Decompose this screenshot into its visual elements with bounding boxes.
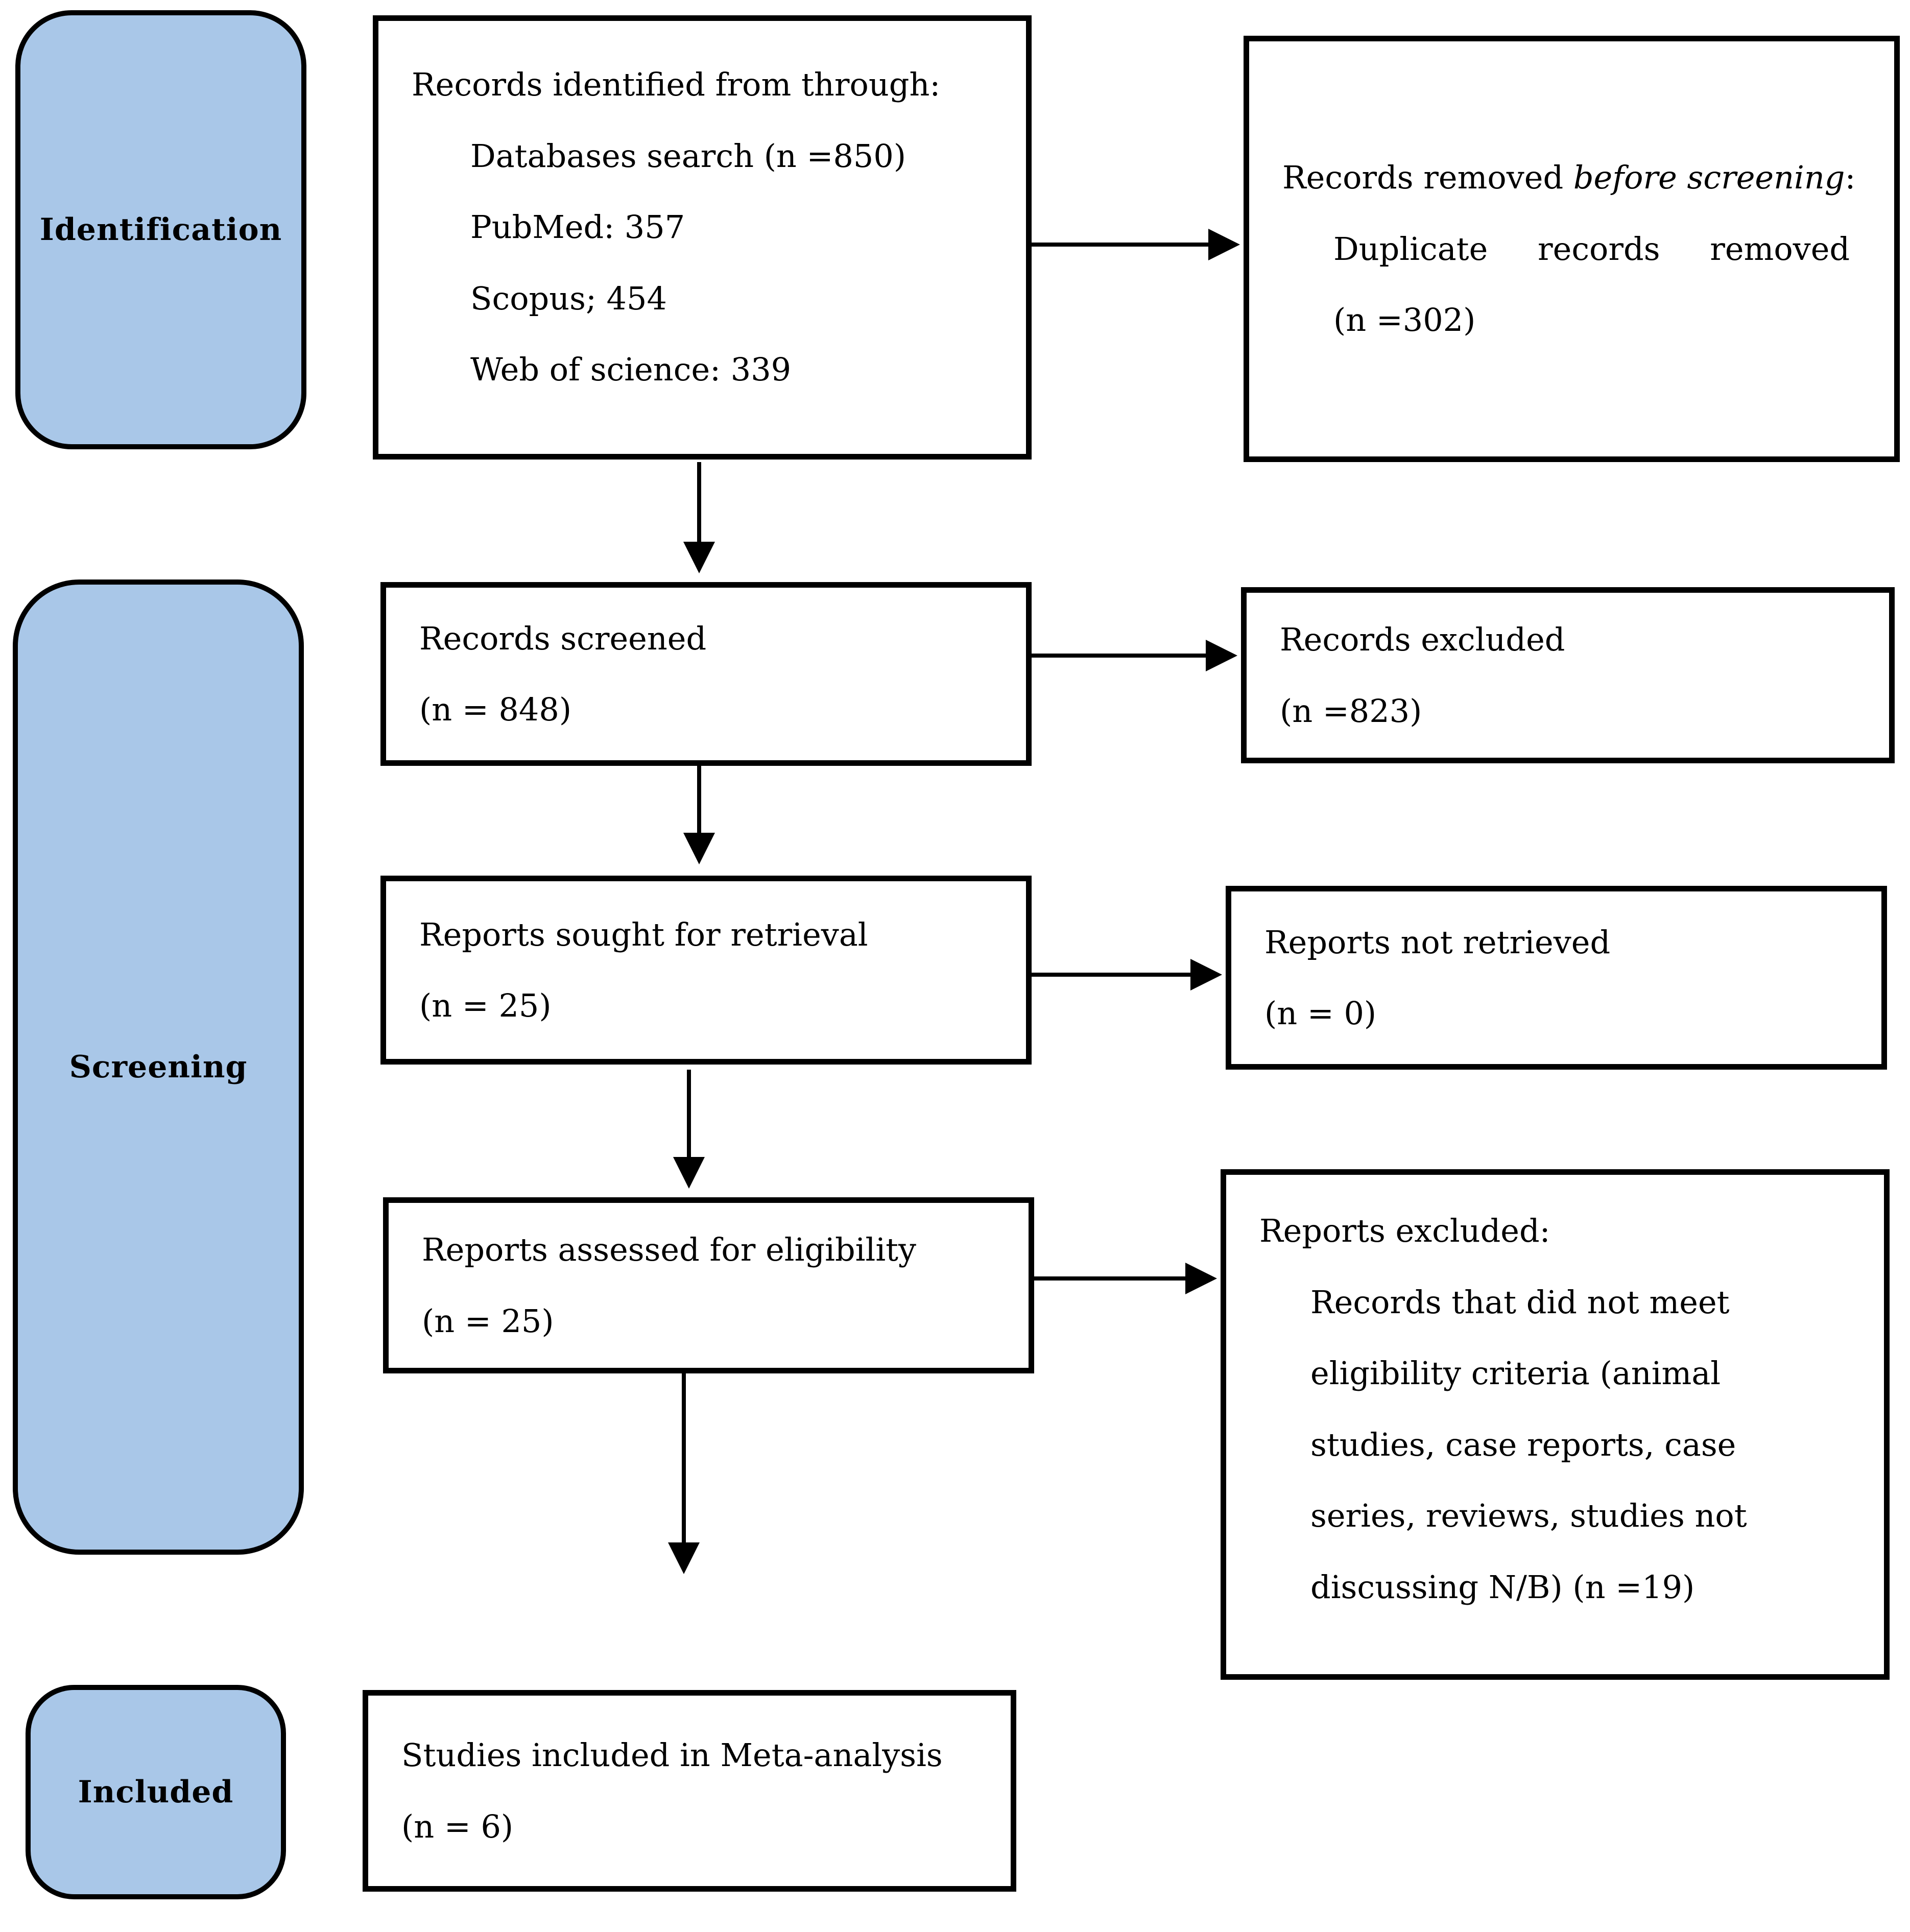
records-identified-box: Records identified from through: Databas… (373, 15, 1032, 460)
stage-identification-label: Identification (39, 212, 282, 248)
reports-excluded-box: Reports excluded: Records that did not m… (1221, 1169, 1890, 1680)
reports-excluded-line: series, reviews, studies not (1310, 1497, 1747, 1534)
records-excluded-line: (n =823) (1280, 692, 1422, 730)
stage-included-label: Included (78, 1774, 234, 1810)
arrow-head-down-icon (673, 1157, 705, 1189)
studies-included-line: (n = 6) (401, 1807, 514, 1845)
reports-assessed-line: (n = 25) (422, 1302, 554, 1340)
down-arrow-assessed-to-included (668, 1373, 700, 1574)
records-removed-line: Duplicate records removed (1333, 230, 1850, 268)
reports-excluded-title: Reports excluded: (1259, 1212, 1550, 1249)
records-screened-line: Records screened (419, 619, 707, 657)
reports-excluded-line: studies, case reports, case (1310, 1426, 1736, 1463)
reports-excluded-line: Records that did not meet (1310, 1283, 1730, 1321)
records-identified-line: Scopus; 454 (470, 279, 667, 317)
records-removed-title-suffix: : (1845, 159, 1856, 197)
arrow-head-down-icon (683, 833, 715, 864)
right-arrow-identified-to-removed (1032, 229, 1240, 260)
records-screened-box: Records screened (n = 848) (380, 582, 1032, 766)
arrow-head-down-icon (668, 1542, 700, 1574)
stage-included: Included (26, 1685, 286, 1899)
records-excluded-box: Records excluded (n =823) (1241, 587, 1895, 763)
right-arrow-sought-to-not-retrieved (1032, 959, 1222, 991)
reports-sought-box: Reports sought for retrieval (n = 25) (380, 876, 1032, 1065)
reports-not-retrieved-box: Reports not retrieved (n = 0) (1226, 886, 1887, 1070)
records-screened-line: (n = 848) (419, 691, 572, 728)
studies-included-box: Studies included in Meta-analysis (n = 6… (363, 1690, 1016, 1892)
records-removed-box: Records removed before screening: Duplic… (1244, 36, 1900, 462)
arrow-head-right-icon (1190, 959, 1222, 991)
reports-not-retrieved-line: Reports not retrieved (1264, 923, 1611, 961)
arrow-head-right-icon (1185, 1263, 1217, 1294)
records-excluded-line: Records excluded (1280, 621, 1565, 658)
reports-not-retrieved-line: (n = 0) (1264, 995, 1377, 1032)
reports-excluded-line: eligibility criteria (animal (1310, 1355, 1721, 1392)
right-arrow-assessed-to-excluded (1034, 1263, 1217, 1294)
reports-excluded-line: discussing N/B) (n =19) (1310, 1568, 1695, 1606)
down-arrow-identified-to-screened (683, 462, 715, 573)
records-identified-line: Records identified from through: (412, 66, 941, 103)
stage-screening: Screening (13, 579, 304, 1555)
records-removed-line: (n =302) (1333, 301, 1476, 339)
stage-screening-label: Screening (69, 1049, 248, 1085)
down-arrow-sought-to-assessed (673, 1070, 705, 1189)
stage-identification: Identification (15, 10, 306, 449)
arrow-head-right-icon (1208, 229, 1240, 260)
records-identified-line: Databases search (n =850) (470, 137, 906, 175)
down-arrow-screened-to-sought (683, 766, 715, 864)
records-removed-title: Records removed before screening: (1249, 142, 1894, 213)
arrow-head-right-icon (1206, 640, 1237, 671)
reports-sought-line: (n = 25) (419, 987, 552, 1024)
records-removed-title-italic: before screening (1573, 159, 1845, 197)
records-removed-title-prefix: Records removed (1282, 159, 1573, 197)
studies-included-line: Studies included in Meta-analysis (401, 1736, 943, 1774)
arrow-head-down-icon (683, 542, 715, 573)
right-arrow-screened-to-excluded (1032, 640, 1237, 671)
records-identified-line: Web of science: 339 (470, 351, 792, 388)
reports-assessed-line: Reports assessed for eligibility (422, 1231, 917, 1268)
reports-assessed-box: Reports assessed for eligibility (n = 25… (383, 1197, 1034, 1373)
records-identified-line: PubMed: 357 (470, 208, 685, 246)
reports-sought-line: Reports sought for retrieval (419, 915, 868, 953)
